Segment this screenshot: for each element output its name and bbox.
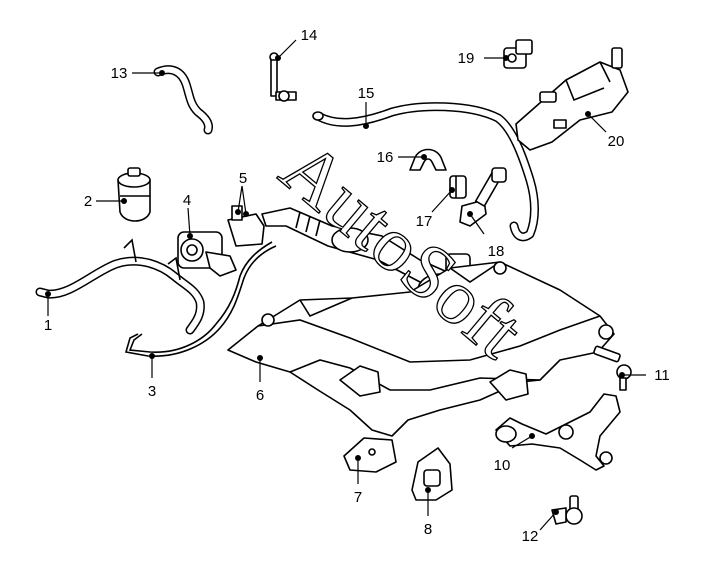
part-bushing-17 <box>449 175 467 199</box>
part-mount-8 <box>411 447 453 501</box>
callout-label-6: 6 <box>256 387 264 404</box>
callout-3: 3 <box>148 353 156 400</box>
callout-17: 17 <box>416 187 455 230</box>
callout-label-4: 4 <box>183 192 191 209</box>
part-tie-rod-end-11 <box>593 345 632 391</box>
callout-16: 16 <box>377 149 427 166</box>
callout-19: 19 <box>458 50 509 67</box>
callout-4: 4 <box>183 192 193 239</box>
part-stabilizer-link-14 <box>269 52 297 102</box>
callout-13: 13 <box>111 65 165 82</box>
callout-label-5: 5 <box>239 170 247 187</box>
callout-label-8: 8 <box>424 521 432 538</box>
part-hose-13 <box>153 65 213 135</box>
part-ignition-lock-19 <box>503 39 533 69</box>
part-control-arm-10 <box>495 393 621 471</box>
callout-10: 10 <box>494 433 535 474</box>
callout-label-12: 12 <box>522 528 539 545</box>
callout-14: 14 <box>275 27 317 61</box>
part-reservoir-2 <box>117 167 151 222</box>
callout-label-15: 15 <box>358 85 375 102</box>
callout-label-18: 18 <box>488 243 505 260</box>
callout-label-2: 2 <box>84 193 92 210</box>
callout-label-17: 17 <box>416 213 433 230</box>
callout-12: 12 <box>522 509 559 545</box>
callout-6: 6 <box>256 355 264 404</box>
callout-label-16: 16 <box>377 149 394 166</box>
callout-18: 18 <box>467 211 504 260</box>
callout-1: 1 <box>44 291 52 334</box>
callout-8: 8 <box>424 487 432 538</box>
callout-label-3: 3 <box>148 383 156 400</box>
part-ball-joint-12 <box>551 495 583 525</box>
part-subframe-6 <box>227 261 615 437</box>
part-clamp-16 <box>409 148 447 171</box>
callout-15: 15 <box>358 85 375 129</box>
callout-11: 11 <box>619 367 670 384</box>
callout-label-1: 1 <box>44 317 52 334</box>
part-pressure-line-3 <box>124 241 277 357</box>
part-link-18 <box>459 167 507 227</box>
part-stabilizer-bar-15 <box>312 102 539 242</box>
callout-7: 7 <box>354 455 362 506</box>
callout-label-20: 20 <box>608 133 625 150</box>
callout-20: 20 <box>585 111 624 150</box>
callout-label-7: 7 <box>354 489 362 506</box>
part-steering-column-20 <box>515 47 629 151</box>
part-steering-pump-4 <box>177 231 237 277</box>
callout-label-19: 19 <box>458 50 475 67</box>
callout-2: 2 <box>84 193 127 210</box>
callout-5: 5 <box>235 170 249 217</box>
part-pressure-line-1 <box>35 238 205 335</box>
callout-label-11: 11 <box>654 367 670 384</box>
part-bracket-7 <box>343 437 397 473</box>
callout-label-10: 10 <box>494 457 511 474</box>
callout-label-14: 14 <box>301 27 318 44</box>
callout-label-13: 13 <box>111 65 128 82</box>
